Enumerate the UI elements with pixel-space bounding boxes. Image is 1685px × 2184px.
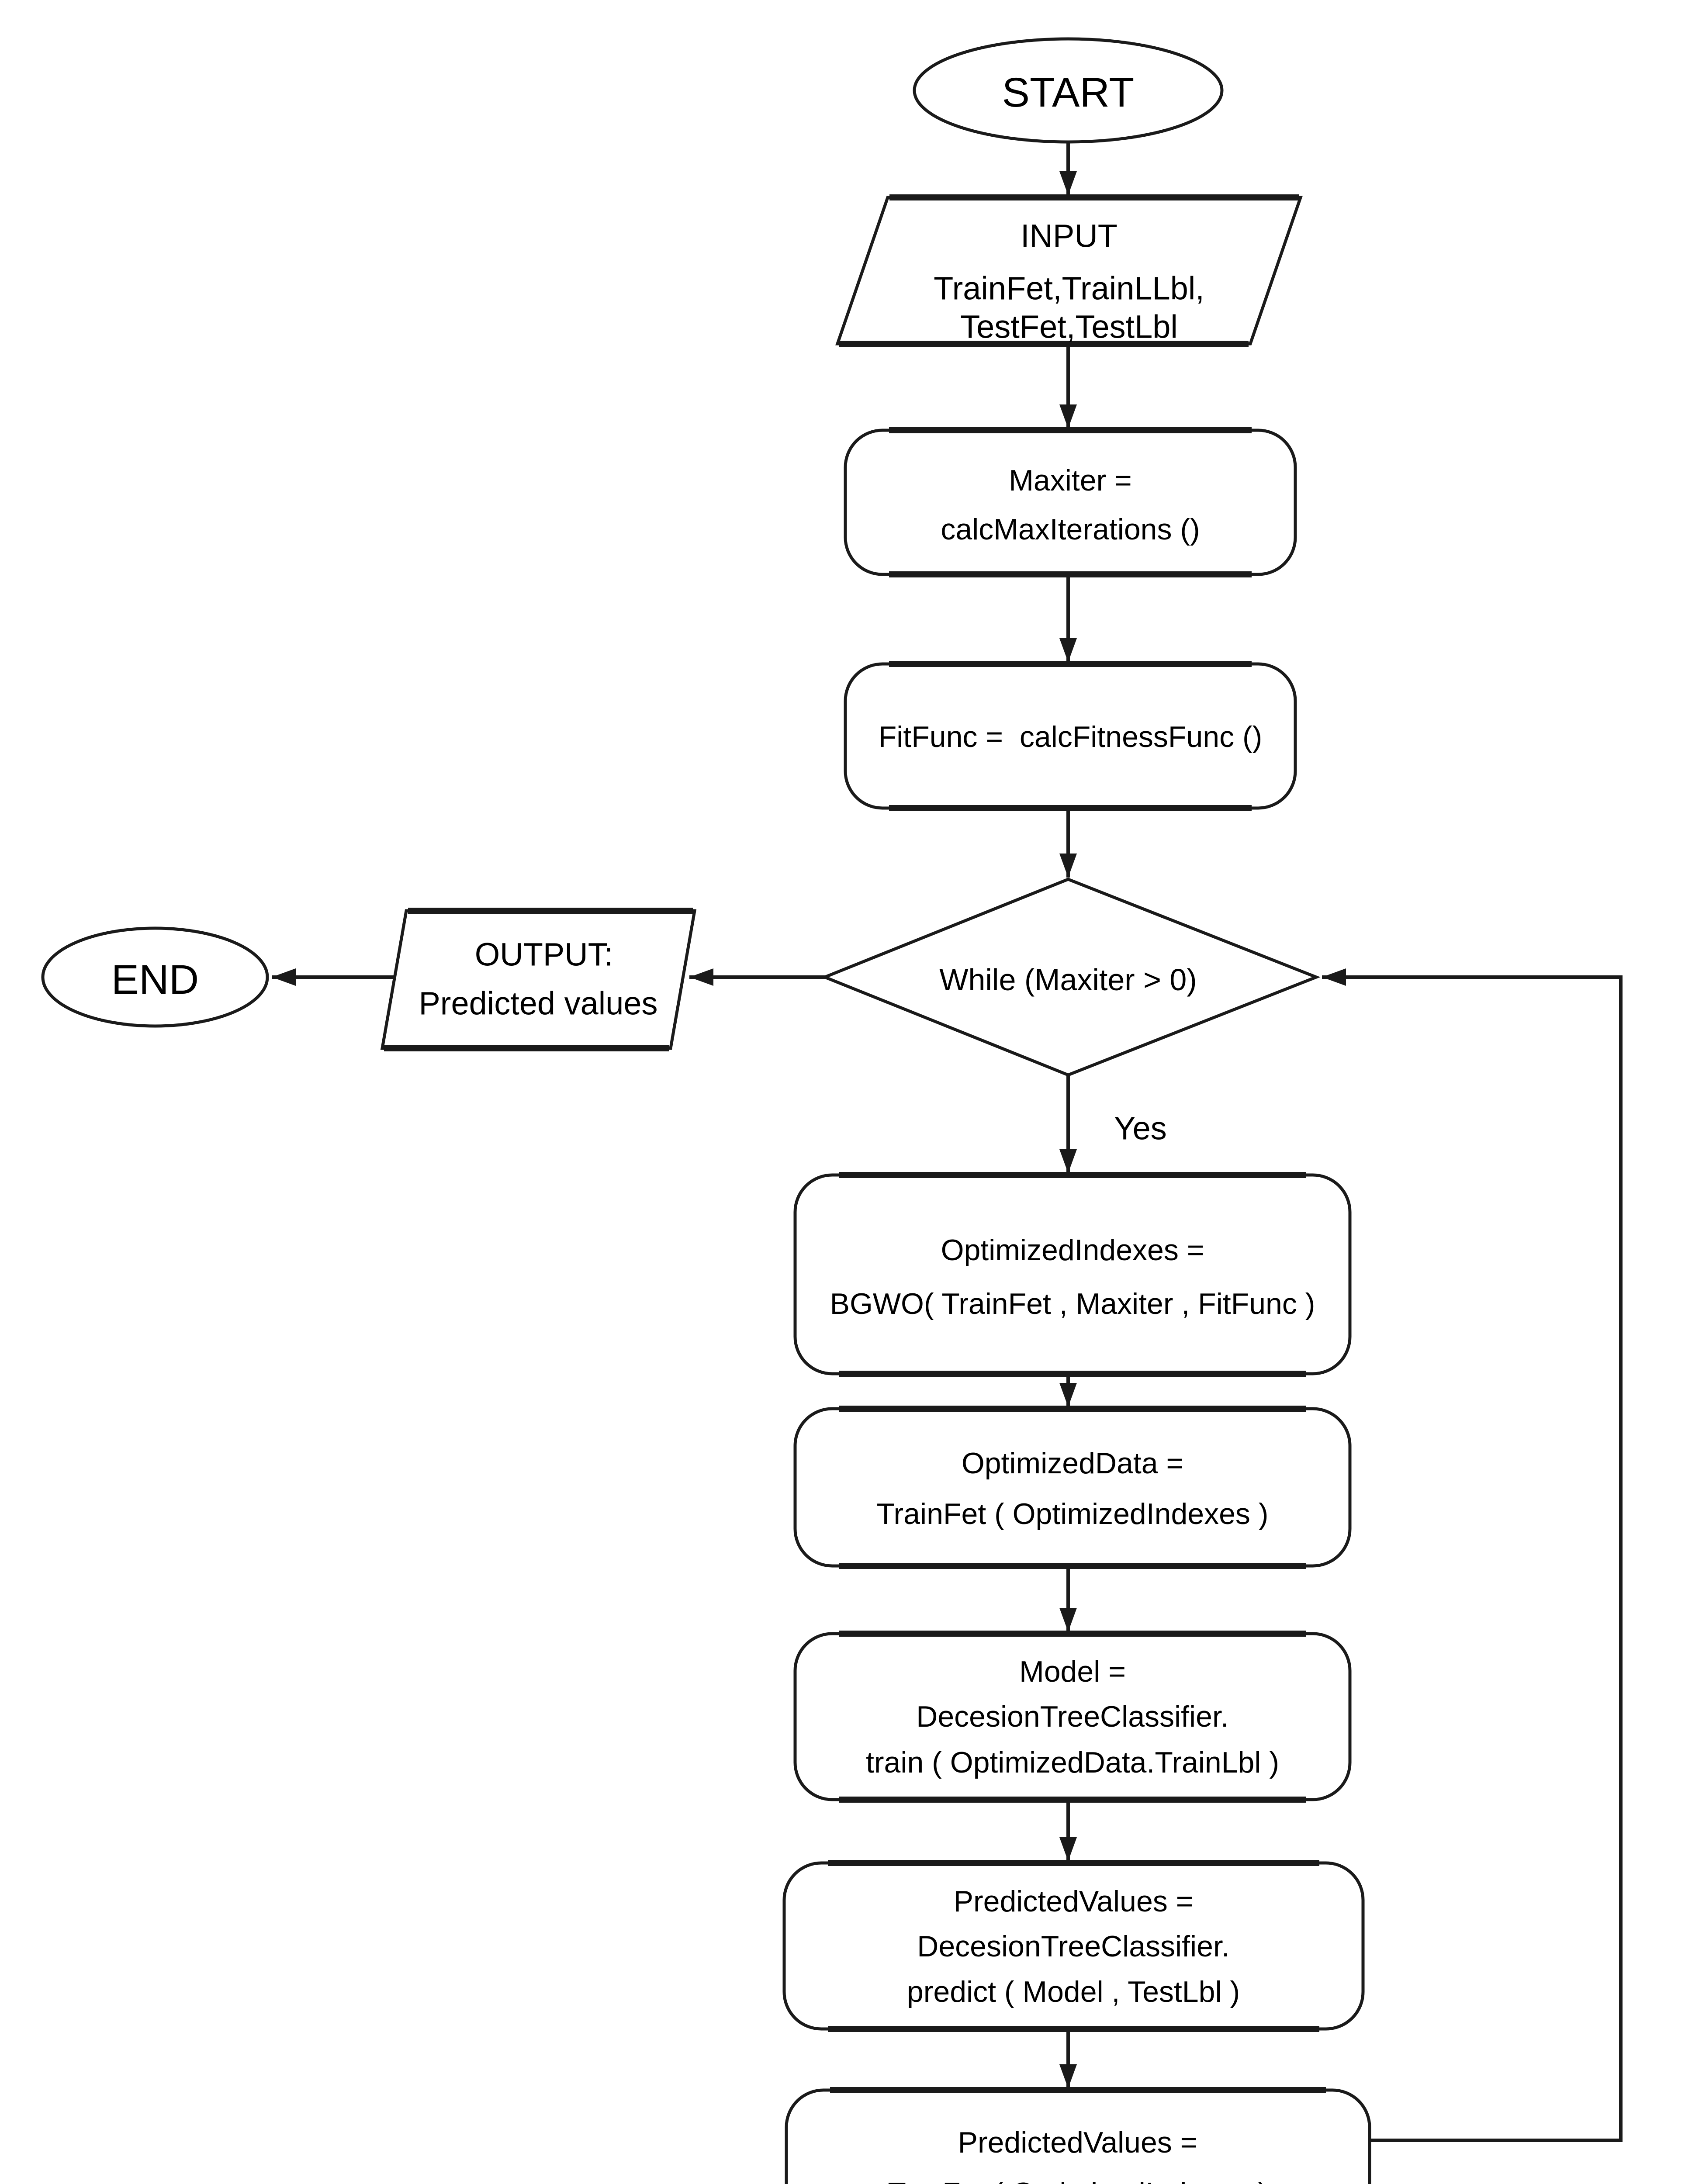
calc-max-iterations-line-1: Maxiter = [1009, 464, 1132, 497]
predict-line-2: DecesionTreeClassifier. [917, 1930, 1230, 1963]
start-label: START [1002, 69, 1135, 116]
optimized-data-box [793, 1407, 1352, 1568]
bgwo-line-1: OptimizedIndexes = [941, 1234, 1204, 1267]
optimized-data-line-2: TrainFet ( OptimizedIndexes ) [877, 1497, 1269, 1531]
calc-fitness-func-process: FitFunc = calcFitnessFunc () [844, 661, 1297, 811]
calc-max-iterations-process: Maxiter = calcMaxIterations () [844, 427, 1297, 577]
input-line-2: TrainFet,TrainLLbl, [934, 270, 1204, 307]
while-decision-label: While (Maxiter > 0) [939, 963, 1197, 997]
test-predicted-process: PredictedValues = TestFet ( OptimizedInd… [785, 2087, 1371, 2184]
bgwo-box [793, 1173, 1352, 1375]
train-model-line-2: DecesionTreeClassifier. [916, 1700, 1229, 1733]
input-line-1: INPUT [1021, 218, 1118, 254]
while-decision-shape [820, 878, 1321, 1077]
end-label: END [111, 957, 199, 1003]
output-parallelogram: OUTPUT: Predicted values [380, 908, 697, 1051]
end-ellipse [41, 926, 269, 1028]
train-model-line-1: Model = [1019, 1655, 1126, 1688]
start-ellipse [913, 37, 1224, 144]
output-line-1: OUTPUT: [475, 936, 613, 973]
input-line-3: TestFet,TestLbl [960, 309, 1178, 345]
predict-line-3: predict ( Model , TestLbl ) [907, 1975, 1240, 2008]
calc-max-iterations-box [844, 429, 1297, 576]
output-line-2: Predicted values [419, 985, 657, 1022]
while-decision-diamond: While (Maxiter > 0) [820, 878, 1321, 1077]
loop-back-connector [1322, 968, 1623, 2142]
optimized-data-line-1: OptimizedData = [962, 1447, 1183, 1480]
yes-edge-label: Yes [1114, 1110, 1167, 1147]
end-terminator: END [41, 926, 269, 1028]
train-model-process: Model = DecesionTreeClassifier. train ( … [793, 1631, 1352, 1803]
calc-fitness-func-line-1: FitFunc = calcFitnessFunc () [879, 720, 1263, 753]
bgwo-line-2: BGWO( TrainFet , Maxiter , FitFunc ) [830, 1287, 1315, 1320]
bgwo-process: OptimizedIndexes = BGWO( TrainFet , Maxi… [793, 1172, 1352, 1377]
predict-line-1: PredictedValues = [954, 1885, 1194, 1918]
input-parallelogram: INPUT TrainFet,TrainLLbl, TestFet,TestLb… [835, 194, 1303, 347]
test-predicted-line-1: PredictedValues = [958, 2126, 1198, 2159]
test-predicted-line-2: TestFet ( OptimizedIndexes ) [888, 2177, 1267, 2184]
start-terminator: START [913, 37, 1224, 144]
connectors [272, 143, 1623, 2142]
output-shape [380, 909, 697, 1050]
calc-max-iterations-line-2: calcMaxIterations () [941, 513, 1200, 546]
optimized-data-process: OptimizedData = TrainFet ( OptimizedInde… [793, 1406, 1352, 1569]
train-model-line-3: train ( OptimizedData.TrainLbl ) [866, 1746, 1279, 1779]
predict-process: PredictedValues = DecesionTreeClassifier… [782, 1860, 1365, 2032]
